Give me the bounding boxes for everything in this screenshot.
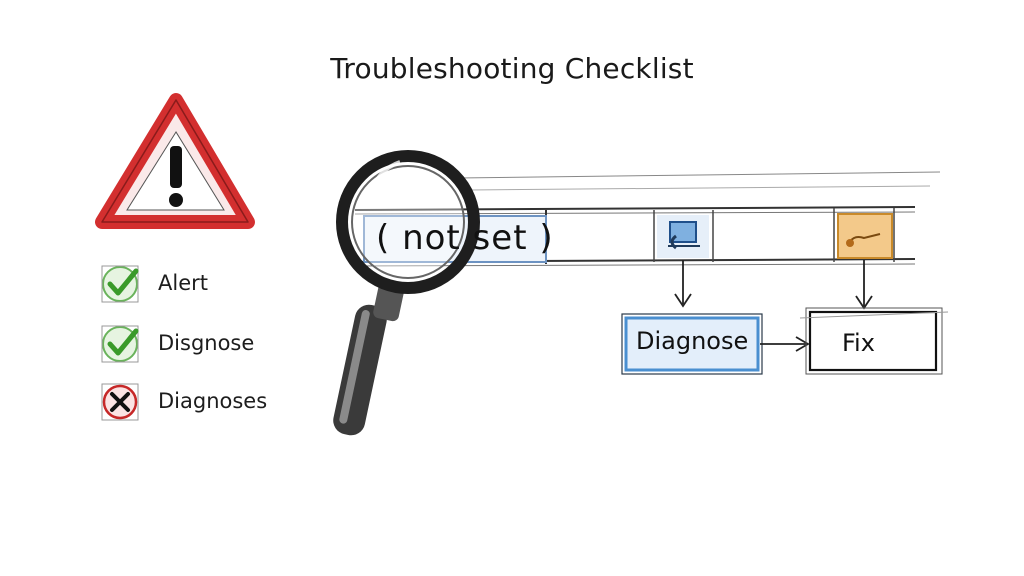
arrow-folder-to-fix — [855, 260, 873, 310]
folder-icon — [837, 213, 893, 259]
magnifying-glass-icon — [333, 150, 480, 436]
checklist-item-alert: Alert — [98, 262, 358, 306]
fix-label: Fix — [842, 329, 875, 357]
monitor-icon — [657, 215, 709, 258]
checklist-item-disgnose: Disgnose — [98, 322, 358, 366]
field-row — [354, 171, 941, 267]
cross-icon — [101, 383, 139, 421]
arrow-diagnose-to-fix — [760, 336, 810, 352]
warning-triangle-icon — [95, 93, 255, 229]
checklist-label: Alert — [158, 271, 208, 295]
diagnose-label: Diagnose — [636, 327, 749, 355]
not-set-value: ( not set ) — [376, 218, 554, 258]
checklist-label: Diagnoses — [158, 389, 268, 413]
page-title: Troubleshooting Checklist — [330, 52, 694, 85]
checklist-item-diagnoses: Diagnoses — [98, 380, 358, 424]
checklist-label: Disgnose — [158, 331, 255, 355]
fix-box — [799, 307, 949, 375]
arrow-monitor-to-diagnose — [674, 260, 692, 308]
check-icon — [101, 325, 139, 363]
check-icon — [101, 265, 139, 303]
